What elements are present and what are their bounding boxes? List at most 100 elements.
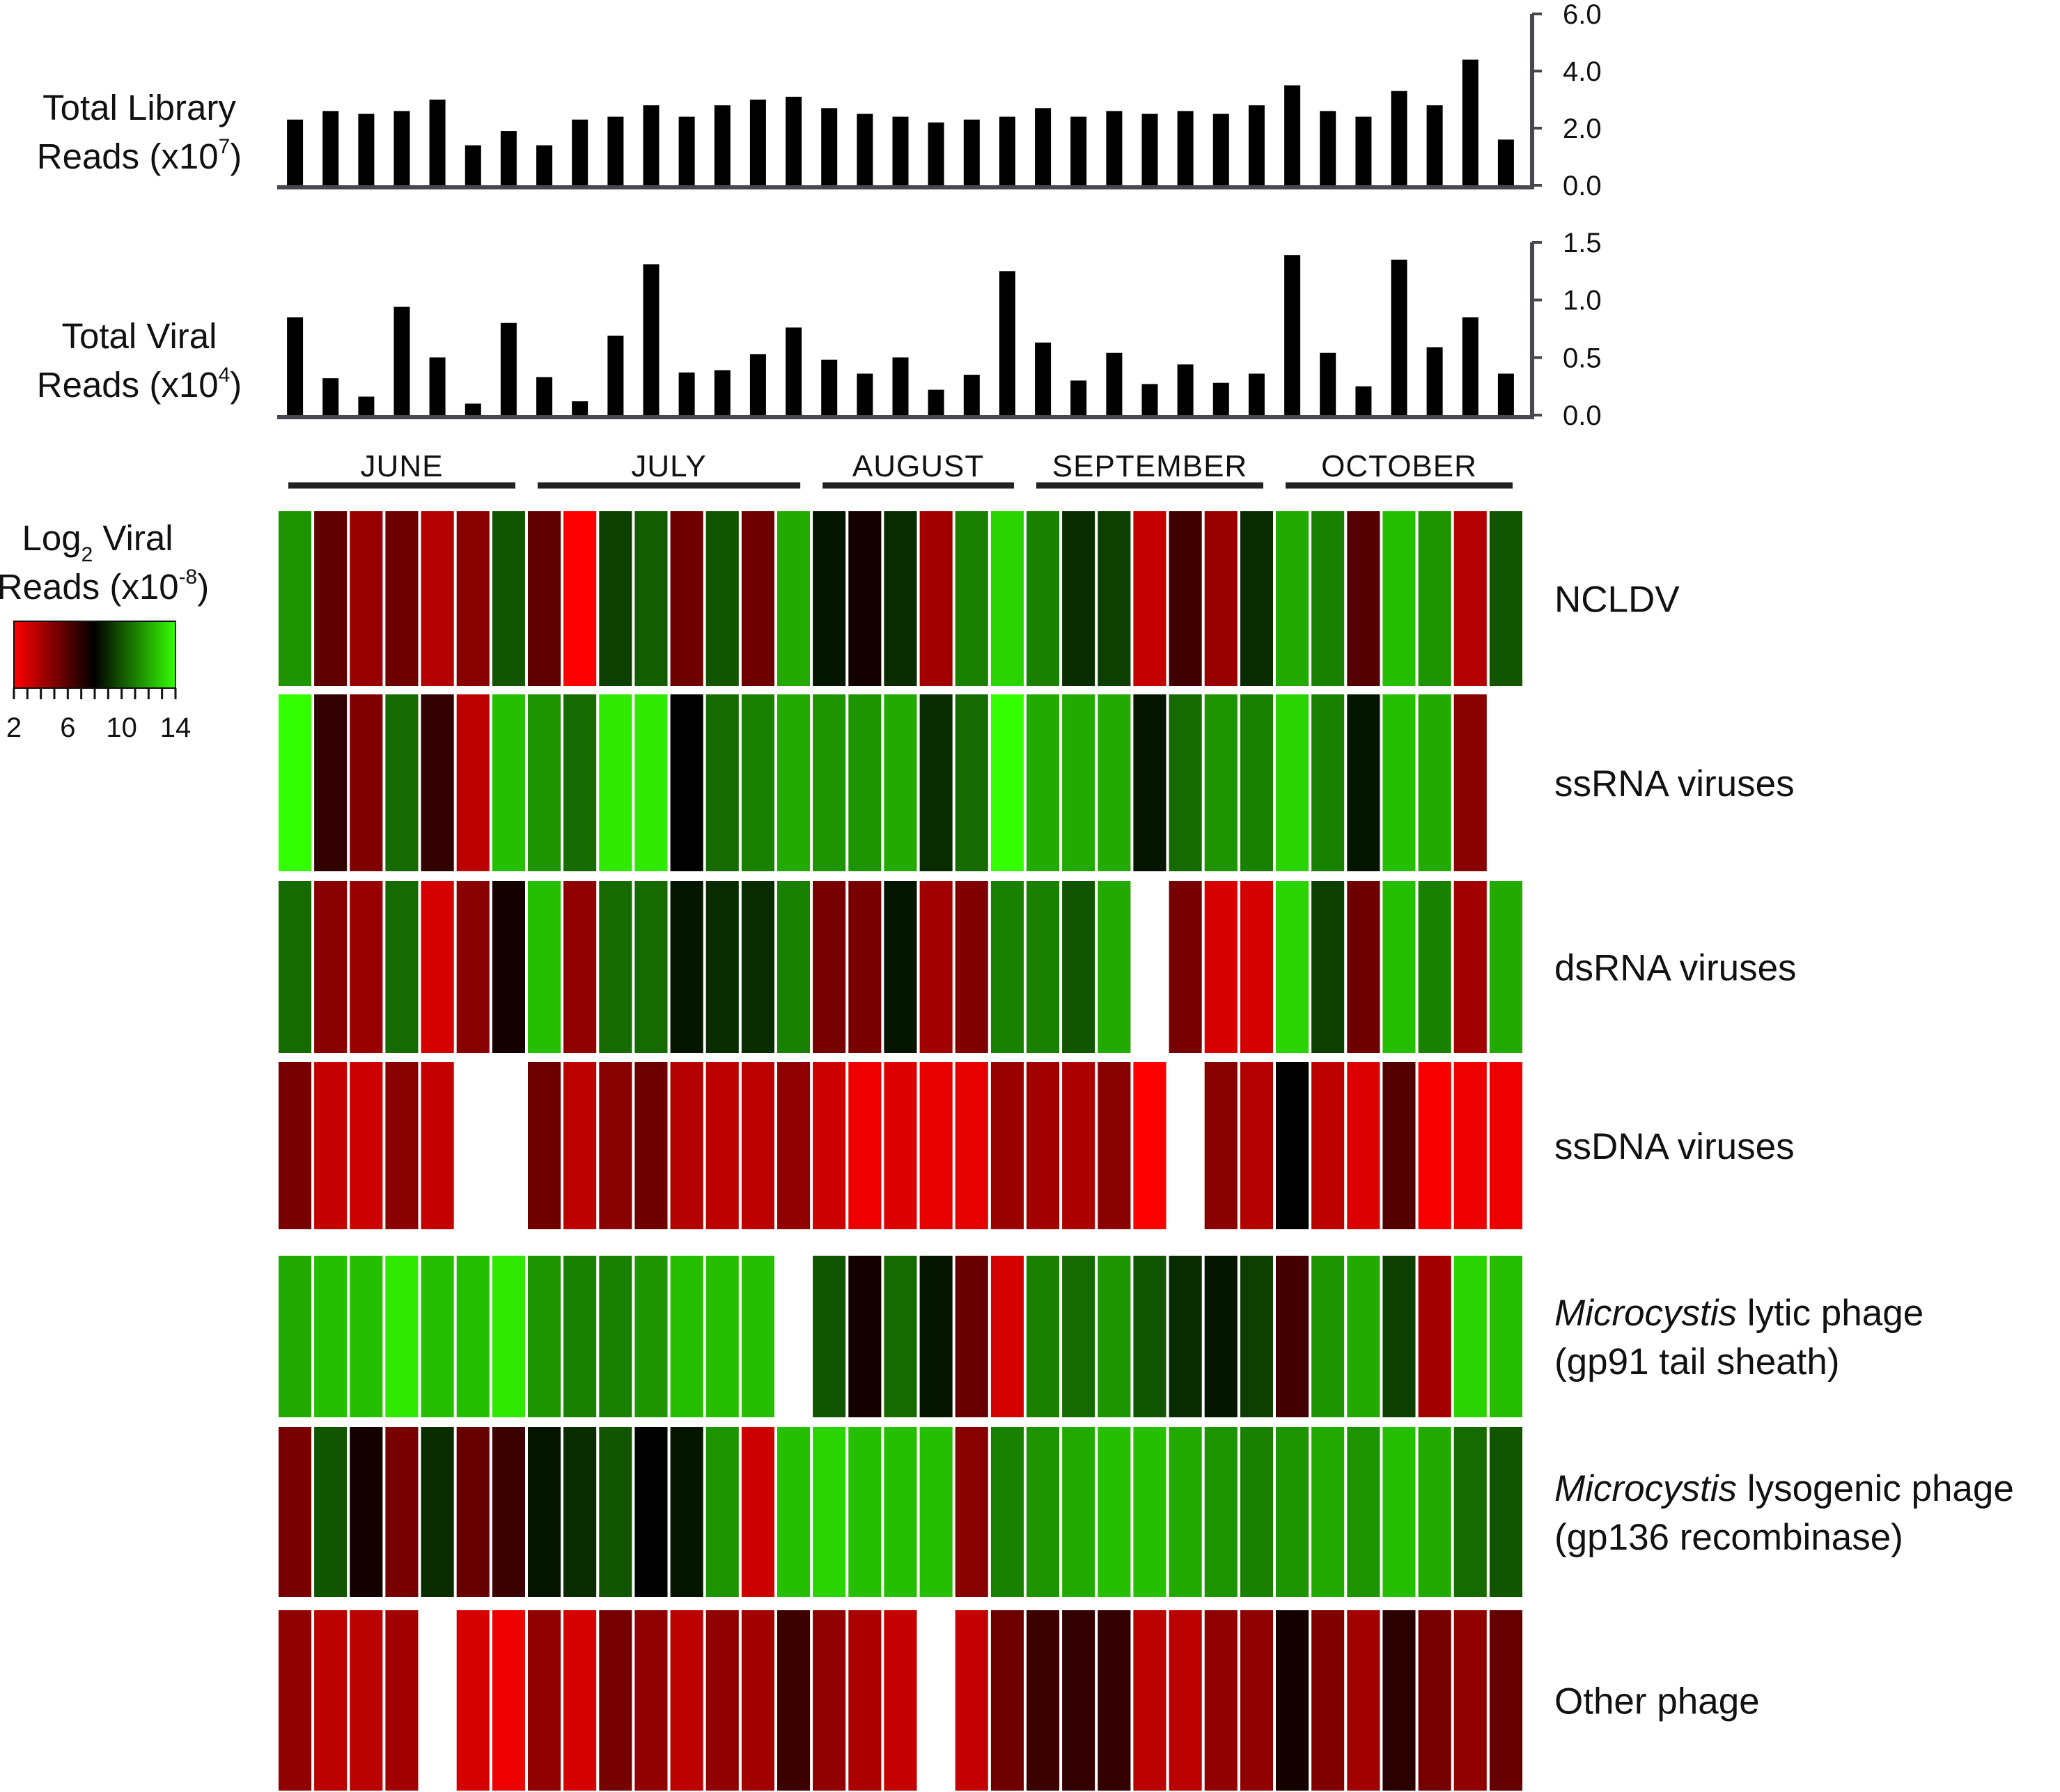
heatmap-cell xyxy=(421,694,454,871)
heatmap-cell xyxy=(1098,881,1131,1053)
heatmap-cell xyxy=(1418,1427,1451,1597)
heatmap-cell xyxy=(314,1610,348,1791)
heatmap-cell xyxy=(1489,1427,1522,1597)
library-bar xyxy=(1070,116,1087,185)
heatmap-cell xyxy=(884,1256,917,1417)
heatmap-cell xyxy=(492,1610,525,1791)
legend-tick-label: 6 xyxy=(60,712,75,743)
heatmap-cell xyxy=(919,1256,953,1417)
heatmap-cell xyxy=(421,1256,454,1417)
heatmap-cell xyxy=(1204,1256,1238,1417)
heatmap-cell xyxy=(955,1427,988,1597)
heatmap-cell xyxy=(1169,1256,1202,1417)
viral-bar xyxy=(1177,364,1194,415)
heatmap-cell xyxy=(990,694,1024,871)
heatmap-cell xyxy=(777,1062,811,1229)
heatmap-cell xyxy=(955,1256,988,1417)
library-bar xyxy=(892,116,909,185)
library-bar xyxy=(857,114,873,185)
heatmap-cell xyxy=(990,1427,1024,1597)
heatmap-cell xyxy=(599,1062,632,1229)
heatmap-cell xyxy=(777,881,811,1053)
viral-axis: 1.51.00.50.0 xyxy=(277,228,1602,431)
viral-bar xyxy=(1462,317,1478,415)
heatmap-cell xyxy=(1453,1062,1487,1229)
heatmap-cell xyxy=(1418,694,1451,871)
library-bar xyxy=(322,111,339,185)
heatmap-cell xyxy=(634,511,668,686)
heatmap-cell xyxy=(385,1256,419,1417)
viral-bar xyxy=(749,354,766,415)
heatmap-cell xyxy=(456,881,490,1053)
heatmap-cell xyxy=(1062,1256,1095,1417)
heatmap-cell xyxy=(1489,1610,1522,1791)
heatmap-cell xyxy=(563,881,597,1053)
heatmap-cell xyxy=(350,1256,383,1417)
heatmap-cell xyxy=(705,1062,739,1229)
heatmap-cell xyxy=(741,1062,774,1229)
heatmap-cell xyxy=(990,1062,1024,1229)
viral-bar xyxy=(1212,382,1229,415)
library-bar xyxy=(358,114,375,185)
library-bar xyxy=(963,119,980,185)
library-bar xyxy=(287,119,304,185)
heatmap-cell xyxy=(1098,511,1131,686)
month-label: JULY xyxy=(631,449,706,483)
heatmap-cell xyxy=(350,1610,383,1791)
heatmap-cell xyxy=(563,694,597,871)
heatmap-cell xyxy=(1133,1610,1166,1791)
library-bar xyxy=(678,116,695,185)
heatmap-cell xyxy=(705,1610,739,1791)
heatmap-cell xyxy=(955,1610,988,1791)
heatmap-cell xyxy=(314,1427,348,1597)
heatmap-cell xyxy=(1276,511,1309,686)
heatmap-cell xyxy=(1418,1610,1451,1791)
heatmap-cell xyxy=(1489,511,1522,686)
viral-y-tick-label: 1.5 xyxy=(1563,228,1602,258)
month-label: OCTOBER xyxy=(1321,449,1477,483)
heatmap-cell xyxy=(456,694,490,871)
heatmap-cell xyxy=(1098,694,1131,871)
heatmap-cell xyxy=(1276,1062,1309,1229)
heatmap-cell xyxy=(492,1427,525,1597)
heatmap-cell xyxy=(741,1610,774,1791)
heatmap-cell xyxy=(279,511,312,686)
heatmap-cell xyxy=(919,511,953,686)
heatmap xyxy=(279,511,1522,1791)
heatmap-cell xyxy=(279,1427,312,1597)
heatmap-cell xyxy=(350,1427,383,1597)
heatmap-cell xyxy=(634,1610,668,1791)
row-label: NCLDV xyxy=(1554,579,1680,621)
heatmap-cell xyxy=(848,1062,882,1229)
viral-bar xyxy=(714,370,731,415)
legend-title-line1: Log2 Viral xyxy=(22,518,173,566)
heatmap-cell xyxy=(884,511,917,686)
viral-bar xyxy=(1284,255,1301,415)
heatmap-cell xyxy=(1204,1610,1238,1791)
heatmap-cell xyxy=(813,1427,846,1597)
heatmap-cell xyxy=(955,694,988,871)
heatmap-cell xyxy=(1169,511,1202,686)
heatmap-cell xyxy=(705,511,739,686)
heatmap-cell xyxy=(350,1062,383,1229)
viral-bar xyxy=(358,396,375,415)
viral-bar xyxy=(1426,347,1443,415)
heatmap-cell xyxy=(813,511,846,686)
heatmap-cell xyxy=(279,694,312,871)
library-bar xyxy=(928,122,944,185)
legend-tick-label: 14 xyxy=(160,712,192,743)
heatmap-cell xyxy=(528,1610,561,1791)
heatmap-cell xyxy=(1027,1610,1060,1791)
heatmap-cell xyxy=(314,881,348,1053)
heatmap-cell xyxy=(456,511,490,686)
heatmap-cell xyxy=(1382,1610,1416,1791)
heatmap-cell xyxy=(528,511,561,686)
library-bar xyxy=(1426,105,1443,185)
heatmap-cell xyxy=(1347,511,1380,686)
heatmap-cell xyxy=(1418,881,1451,1053)
heatmap-cell xyxy=(421,511,454,686)
heatmap-cell xyxy=(990,511,1024,686)
row-label-italic: Microcystis xyxy=(1554,1468,1737,1509)
heatmap-cell xyxy=(670,1062,703,1229)
